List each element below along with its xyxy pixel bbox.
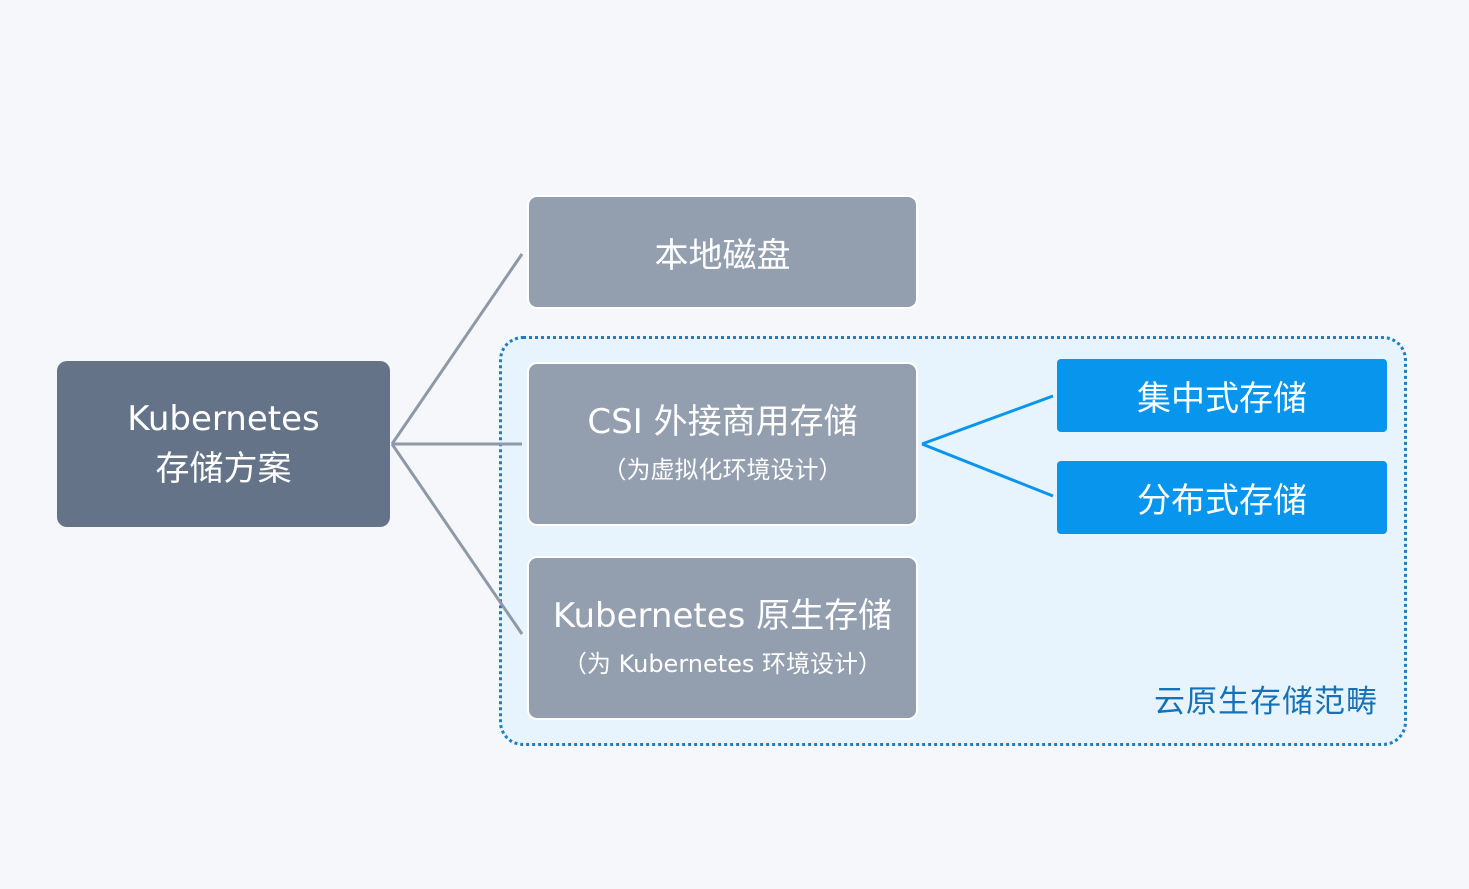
region-label: 云原生存储范畴	[1154, 684, 1378, 720]
root-node-line2: 存储方案	[155, 449, 292, 489]
node-centralized-label: 集中式存储	[1137, 379, 1307, 419]
node-csi-storage: CSI 外接商用存储 （为虚拟化环境设计）	[527, 362, 918, 526]
connector-root-to-native	[390, 443, 524, 635]
node-csi-title: CSI 外接商用存储	[587, 402, 858, 442]
node-csi-subtitle: （为虚拟化环境设计）	[602, 456, 843, 484]
node-centralized-storage: 集中式存储	[1057, 359, 1387, 432]
connector-root-to-local-disk	[390, 253, 524, 445]
node-local-disk-label: 本地磁盘	[654, 235, 791, 276]
connector-csi-to-centralized	[921, 394, 1054, 446]
root-node-kubernetes-storage: Kubernetes 存储方案	[57, 361, 390, 527]
node-kubernetes-native-storage: Kubernetes 原生存储 （为 Kubernetes 环境设计）	[527, 556, 918, 720]
root-node-line1: Kubernetes	[127, 399, 320, 439]
node-native-subtitle: （为 Kubernetes 环境设计）	[562, 650, 883, 678]
connector-csi-to-distributed	[921, 442, 1054, 498]
node-native-title: Kubernetes 原生存储	[552, 596, 893, 636]
node-distributed-label: 分布式存储	[1137, 481, 1307, 521]
node-distributed-storage: 分布式存储	[1057, 461, 1387, 534]
node-local-disk: 本地磁盘	[527, 195, 918, 309]
